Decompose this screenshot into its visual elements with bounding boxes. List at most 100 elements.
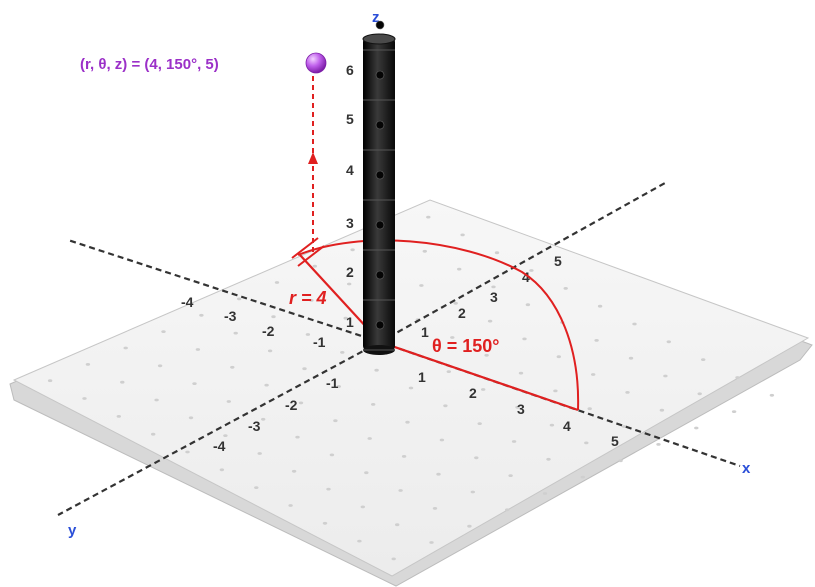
peg-hole: [542, 492, 548, 495]
peg-hole: [295, 435, 300, 439]
peg-hole: [453, 301, 458, 305]
peg-hole: [195, 348, 201, 351]
peg-hole: [594, 339, 599, 342]
peg-hole: [505, 508, 510, 512]
peg-hole: [347, 282, 352, 286]
z-tick: 6: [346, 62, 354, 78]
peg-hole: [123, 346, 128, 350]
neg-x-axis: [67, 238, 381, 344]
polar-axis-segment: [379, 340, 579, 412]
peg-hole: [223, 434, 228, 437]
peg-hole: [371, 403, 376, 406]
peg-hole: [481, 388, 486, 391]
peg-hole: [597, 304, 603, 308]
peg-hole: [694, 426, 699, 430]
peg-hole: [697, 392, 702, 396]
x-axis-label: x: [742, 460, 751, 477]
pole-segment-hole: [375, 170, 385, 180]
peg-hole: [484, 353, 489, 357]
y-tick: -3: [248, 418, 261, 434]
x-tick: 3: [517, 401, 525, 417]
x-tick: 1: [418, 369, 426, 385]
neg-y-axis: [379, 182, 666, 343]
peg-hole: [391, 557, 396, 561]
peg-hole: [261, 417, 266, 421]
peg-hole: [580, 475, 585, 479]
z-tick: 5: [346, 111, 354, 127]
peg-hole: [192, 382, 197, 385]
pole-segment-hole: [375, 270, 385, 280]
peg-hole: [230, 365, 235, 369]
peg-hole: [556, 355, 561, 359]
peg-hole: [120, 380, 125, 384]
peg-hole: [154, 398, 159, 402]
peg-hole: [457, 267, 462, 271]
peg-hole: [584, 441, 589, 445]
peg-hole: [288, 504, 293, 507]
peg-hole: [701, 358, 706, 361]
peg-hole: [336, 385, 341, 388]
peg-hole: [460, 233, 465, 237]
peg-hole: [340, 351, 345, 354]
peg-hole: [233, 331, 238, 335]
peg-hole: [553, 389, 558, 393]
z-axis-label: z: [372, 9, 380, 26]
radius-tick: [297, 245, 325, 267]
peg-hole: [298, 401, 304, 405]
peg-hole: [549, 423, 555, 427]
z-tick: 4: [346, 162, 354, 178]
peg-hole: [237, 297, 242, 301]
peg-hole: [467, 524, 472, 528]
pole-segment-hole: [375, 20, 385, 30]
y-tick: -4: [213, 438, 226, 454]
peg-hole: [618, 459, 623, 463]
pole-segments: [363, 20, 395, 351]
peg-hole: [302, 367, 307, 371]
peg-hole: [291, 469, 297, 473]
neg-y-tick: 3: [490, 289, 498, 305]
peg-hole: [185, 450, 190, 454]
peg-hole: [731, 410, 737, 413]
peg-hole: [659, 408, 665, 412]
z-tick: 2: [346, 264, 354, 280]
y-axis: [57, 341, 381, 516]
peg-hole: [333, 419, 338, 423]
peg-hole: [264, 383, 269, 387]
peg-hole: [322, 521, 328, 525]
peg-hole: [271, 315, 276, 319]
peg-hole: [360, 505, 365, 509]
peg-hole: [518, 371, 524, 375]
peg-hole: [267, 349, 273, 353]
purple-sphere-icon: [305, 52, 327, 74]
pole-segment-hole: [375, 220, 385, 230]
pole-top: [362, 33, 396, 45]
peg-hole: [419, 284, 424, 287]
peg-hole: [151, 432, 156, 436]
peg-hole: [735, 376, 740, 379]
neg-y-tick: 5: [554, 253, 562, 269]
peg-hole: [436, 472, 441, 476]
neg-x-tick: -1: [313, 334, 326, 350]
peg-hole: [350, 248, 355, 252]
peg-hole: [587, 407, 592, 411]
peg-hole: [477, 422, 482, 425]
peg-hole: [432, 507, 438, 510]
x-tick: 4: [563, 418, 571, 434]
peg-hole: [161, 330, 166, 333]
peg-hole: [515, 405, 520, 409]
peg-hole: [405, 420, 410, 424]
peg-hole: [329, 453, 335, 457]
peg-hole: [199, 313, 204, 317]
peg-hole: [374, 368, 379, 372]
peg-hole: [769, 393, 775, 397]
peg-hole: [116, 415, 122, 418]
z-tick: 3: [346, 215, 354, 231]
peg-hole: [85, 363, 91, 366]
peg-hole: [367, 437, 372, 440]
peg-hole: [591, 373, 596, 376]
y-axis-label: y: [68, 522, 77, 539]
peg-hole: [525, 303, 531, 307]
peg-hole: [408, 386, 414, 390]
peg-hole: [628, 356, 634, 360]
